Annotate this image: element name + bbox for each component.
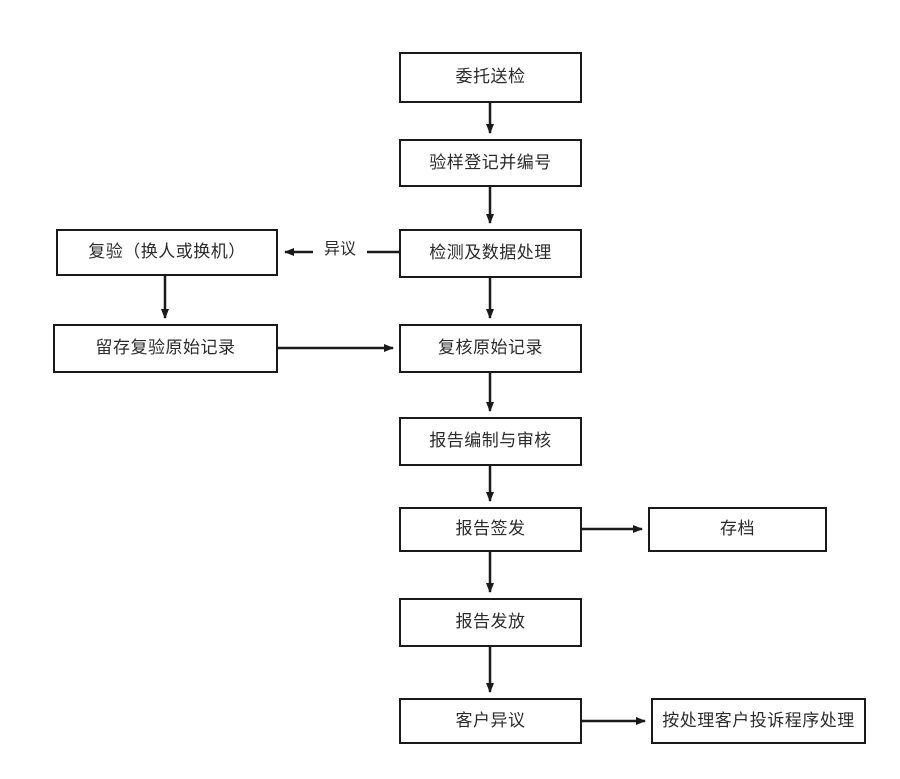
node-entrust-inspection[interactable]: 委托送检 <box>399 52 582 103</box>
node-report-issuance[interactable]: 报告签发 <box>399 507 582 552</box>
node-retain-retest-records[interactable]: 留存复验原始记录 <box>53 324 278 373</box>
node-retest[interactable]: 复验（换人或换机） <box>56 229 278 276</box>
node-sample-registration[interactable]: 验样登记并编号 <box>399 139 582 187</box>
node-customer-objection[interactable]: 客户异议 <box>399 698 582 744</box>
node-complaint-procedure[interactable]: 按处理客户投诉程序处理 <box>651 698 866 744</box>
node-archive[interactable]: 存档 <box>648 507 827 552</box>
node-review-original-records[interactable]: 复核原始记录 <box>399 324 582 373</box>
edge-label-objection: 异议 <box>313 241 367 263</box>
node-report-delivery[interactable]: 报告发放 <box>399 598 582 647</box>
node-report-drafting-review[interactable]: 报告编制与审核 <box>399 417 582 466</box>
node-testing-data-processing[interactable]: 检测及数据处理 <box>399 229 582 278</box>
